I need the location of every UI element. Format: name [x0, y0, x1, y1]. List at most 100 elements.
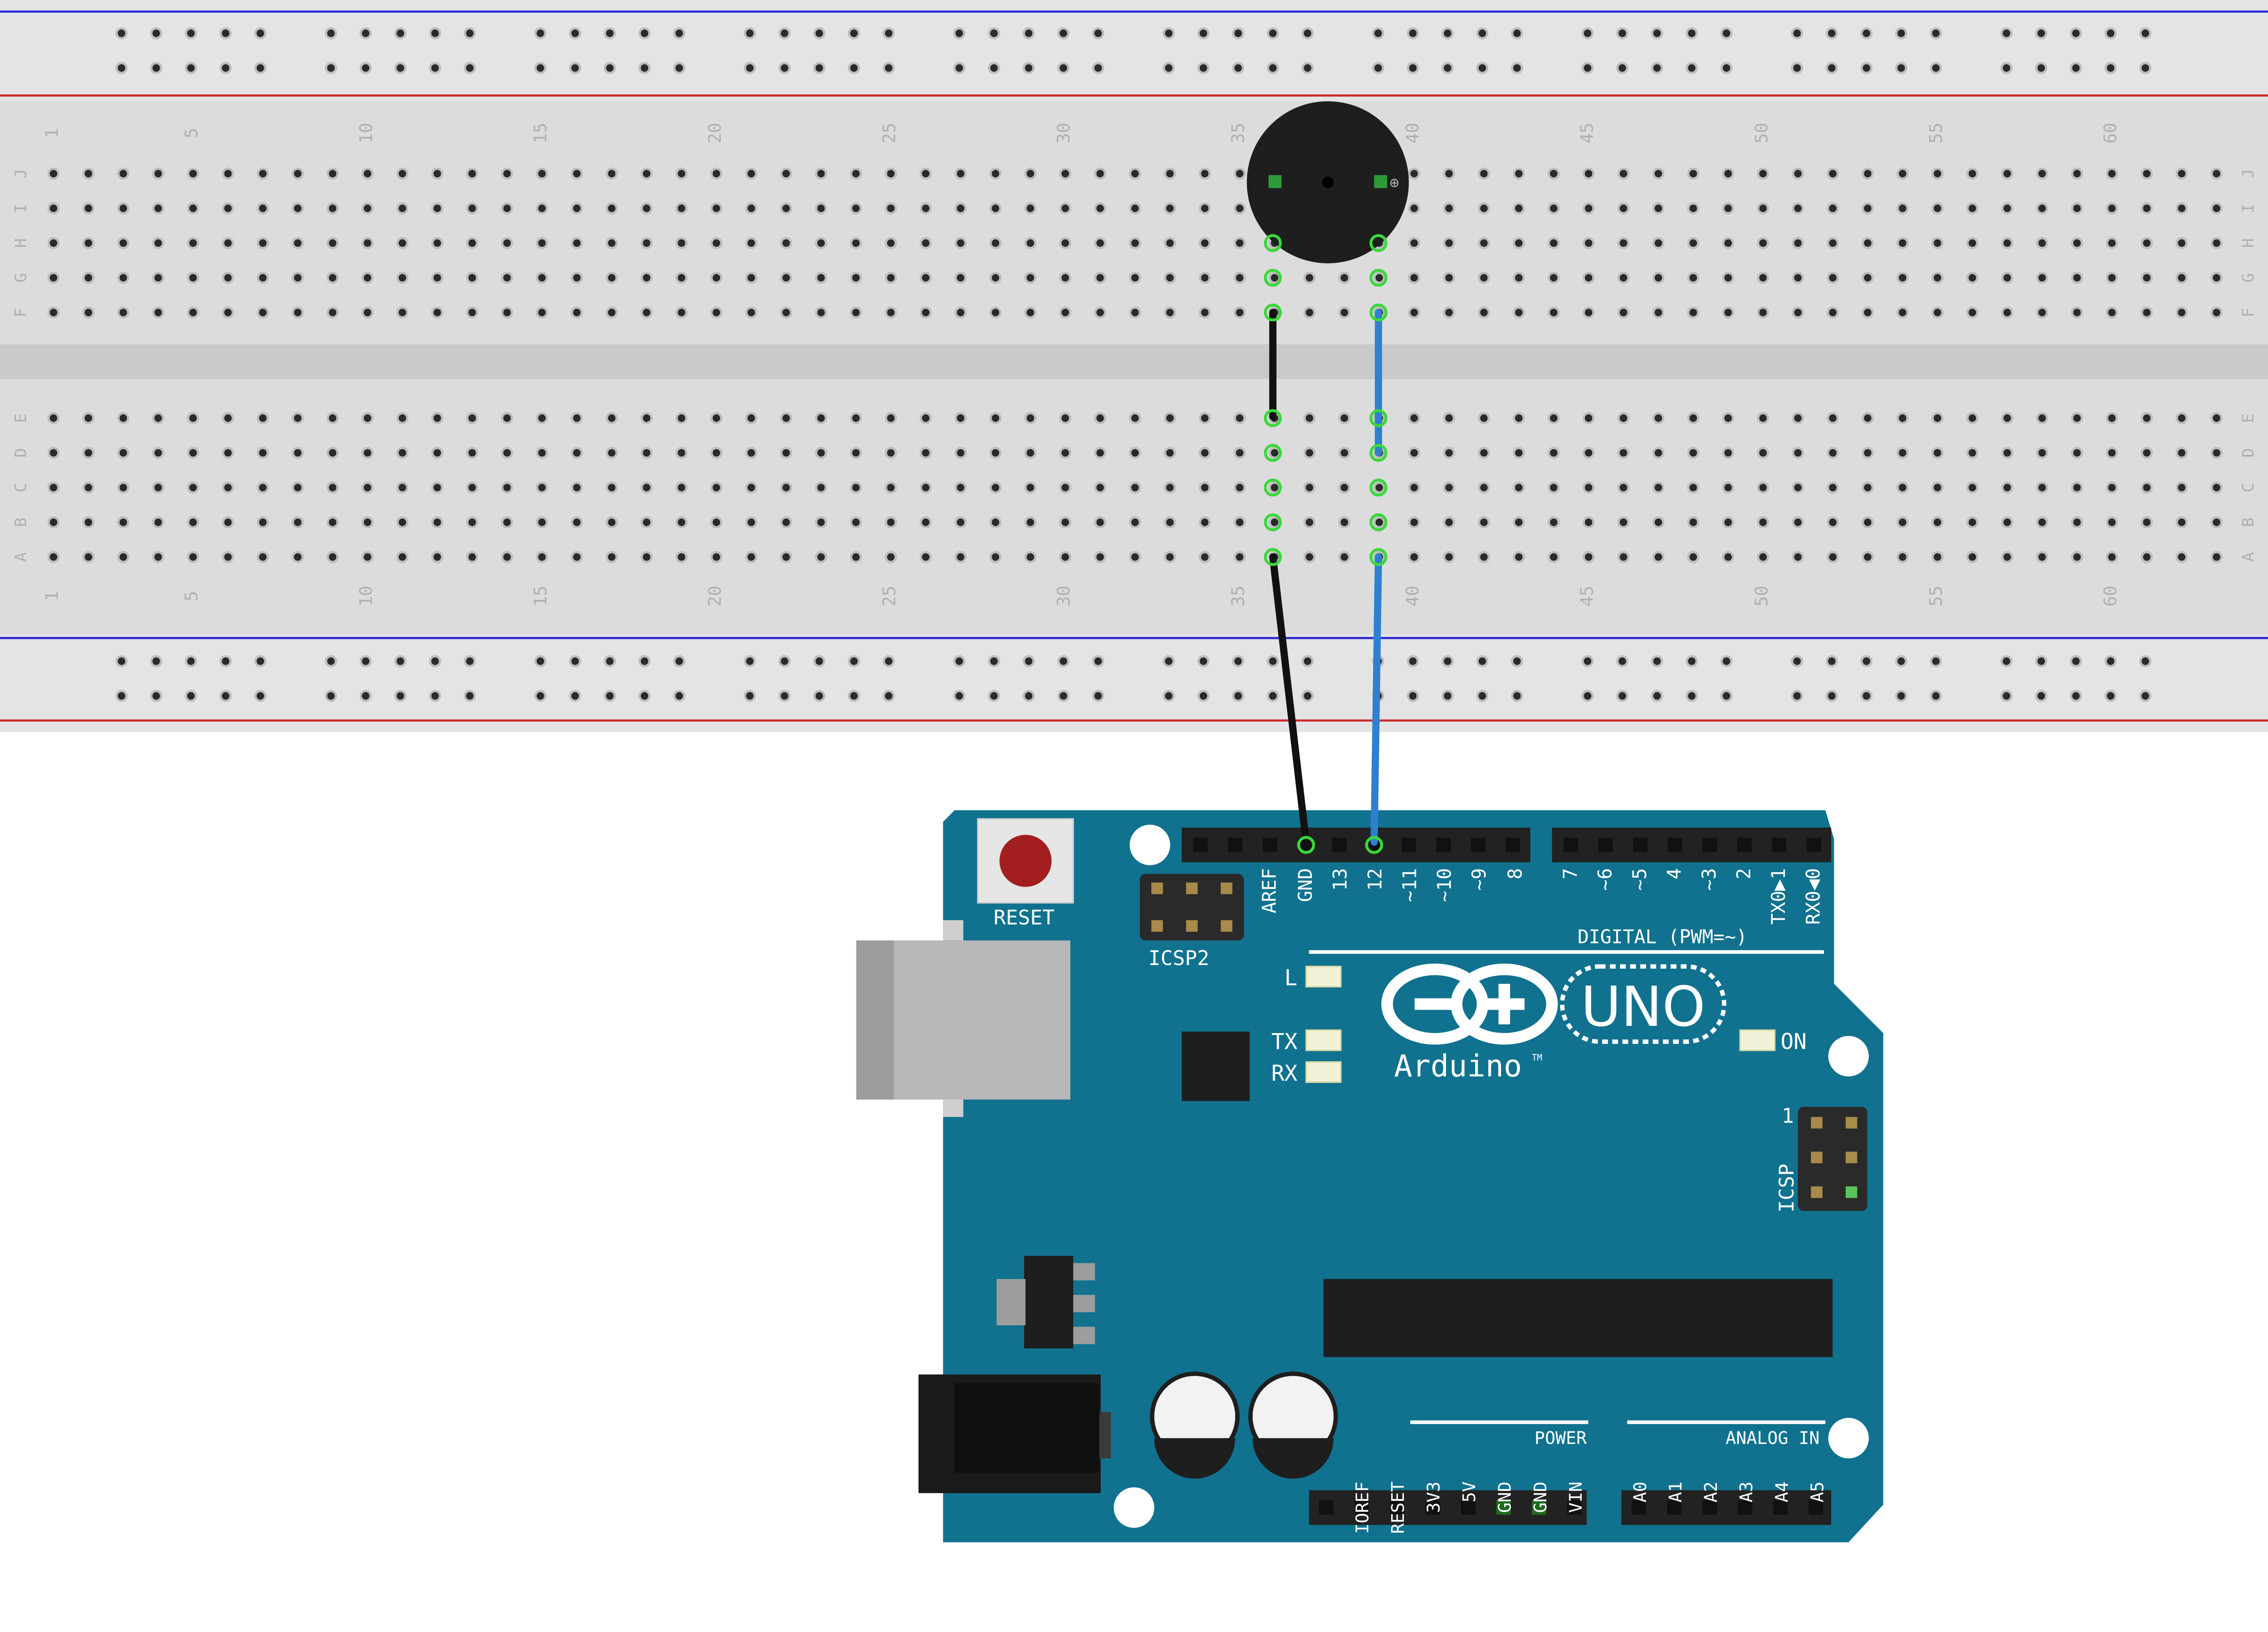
breadboard-hole-center: [990, 692, 998, 700]
breadboard-hole-center: [362, 64, 370, 72]
breadboard-hole-center: [1689, 239, 1697, 247]
breadboard-hole-center: [538, 553, 546, 561]
breadboard-hole-center: [1096, 274, 1104, 282]
breadboard-hole-center: [887, 204, 895, 212]
breadboard-hole-center: [1653, 692, 1661, 700]
breadboard-hole-center: [1829, 414, 1837, 422]
header-pin: [1401, 838, 1416, 853]
breadboard-hole-center: [329, 449, 337, 457]
breadboard-hole-center: [747, 414, 755, 422]
breadboard-hole-center: [84, 170, 93, 177]
mount-hole-right: [1828, 1036, 1869, 1077]
breadboard-hole-center: [1445, 274, 1453, 282]
regulator-leg-3: [1073, 1327, 1095, 1344]
breadboard-hole-center: [398, 170, 406, 177]
breadboard-hole-center: [2072, 692, 2080, 700]
breadboard-hole-center: [640, 64, 649, 72]
breadboard-hole-center: [1026, 449, 1034, 457]
breadboard-hole-center: [1654, 239, 1662, 247]
pin-label: 4: [1663, 868, 1685, 879]
breadboard-hole-center: [1619, 309, 1628, 317]
breadboard-hole-center: [1549, 274, 1558, 282]
breadboard-hole-center: [1234, 64, 1242, 72]
breadboard-hole-center: [259, 449, 267, 457]
breadboard-hole-center: [329, 414, 337, 422]
breadboard-hole-center: [1549, 449, 1558, 457]
pin-label: 5V: [1459, 1481, 1480, 1502]
breadboard-hole-center: [1862, 657, 1871, 665]
breadboard-hole-center: [1480, 309, 1488, 317]
buzzer-center-hole: [1322, 176, 1334, 188]
breadboard-hole-center: [1584, 274, 1593, 282]
icsp-header: [1798, 1107, 1867, 1211]
breadboard-hole-center: [1689, 309, 1697, 317]
breadboard-hole-center: [992, 414, 999, 422]
icsp2-pin: [1221, 882, 1232, 894]
breadboard-hole-center: [1166, 309, 1174, 317]
breadboard-hole-center: [1410, 518, 1418, 526]
breadboard-hole-center: [1445, 309, 1453, 317]
model-label: UNO: [1581, 975, 1706, 1039]
breadboard-hole-center: [643, 553, 650, 561]
breadboard-hole-center: [1410, 309, 1418, 317]
breadboard-hole-center: [1968, 239, 1976, 247]
breadboard-hole-center: [678, 239, 685, 247]
pin-label: GND: [1295, 868, 1316, 902]
breadboard-hole-center: [1165, 692, 1173, 700]
breadboard-hole-center: [1829, 518, 1837, 526]
breadboard-hole-center: [1864, 414, 1872, 422]
column-number: 60: [2100, 123, 2121, 143]
breadboard-hole-center: [433, 239, 441, 247]
breadboard-hole-center: [1444, 64, 1452, 72]
breadboard-hole-center: [222, 657, 230, 665]
breadboard-hole-center: [1166, 204, 1174, 212]
reset-button[interactable]: [999, 834, 1052, 887]
breadboard-hole-center: [1304, 64, 1311, 72]
breadboard-hole-center: [675, 657, 683, 665]
breadboard-hole-center: [608, 484, 616, 491]
pin-label: ~3: [1698, 868, 1720, 891]
breadboard-hole-center: [2143, 414, 2151, 422]
breadboard-hole-center: [294, 274, 302, 282]
breadboard-hole-center: [2107, 29, 2115, 37]
breadboard-hole-center: [433, 449, 441, 457]
breadboard-hole-center: [2038, 518, 2046, 526]
breadboard-hole-center: [1026, 518, 1034, 526]
breadboard-hole-center: [1689, 553, 1697, 561]
pin-label: A4: [1772, 1481, 1792, 1502]
breadboard-hole-center: [2178, 553, 2185, 561]
usb-port-shade: [856, 940, 894, 1100]
breadboard-hole-center: [1409, 29, 1417, 37]
breadboard-hole-center: [1934, 414, 1941, 422]
breadboard-hole-center: [1654, 309, 1662, 317]
breadboard-hole-center: [1199, 692, 1207, 700]
breadboard-hole-center: [782, 274, 790, 282]
breadboard-hole-center: [2003, 204, 2011, 212]
breadboard-hole-center: [329, 170, 337, 177]
connection-highlight: [1369, 409, 1388, 427]
breadboard-hole-center: [1026, 170, 1034, 177]
breadboard-hole-center: [1271, 518, 1279, 526]
breadboard-hole-center: [1794, 553, 1802, 561]
column-number: 55: [1926, 123, 1946, 143]
icsp2-pin: [1186, 920, 1198, 932]
breadboard-hole-center: [49, 484, 58, 491]
breadboard-hole-center: [781, 692, 788, 700]
breadboard-hole-center: [713, 518, 720, 526]
breadboard-hole-center: [573, 204, 581, 212]
breadboard-hole-center: [294, 484, 302, 491]
breadboard-hole-center: [887, 274, 895, 282]
breadboard-hole-center: [1722, 64, 1730, 72]
breadboard-hole-center: [1724, 449, 1732, 457]
breadboard-hole-center: [643, 414, 650, 422]
breadboard-hole-center: [49, 170, 58, 177]
led-rx-label: RX: [1271, 1061, 1298, 1086]
breadboard-hole-center: [887, 239, 895, 247]
breadboard-hole-center: [154, 204, 162, 212]
breadboard-hole-center: [1478, 692, 1486, 700]
breadboard-hole-center: [2003, 309, 2011, 317]
breadboard-hole-center: [713, 309, 720, 317]
breadboard-hole-center: [747, 239, 755, 247]
breadboard-hole-center: [1968, 274, 1976, 282]
breadboard-hole-center: [1829, 239, 1837, 247]
